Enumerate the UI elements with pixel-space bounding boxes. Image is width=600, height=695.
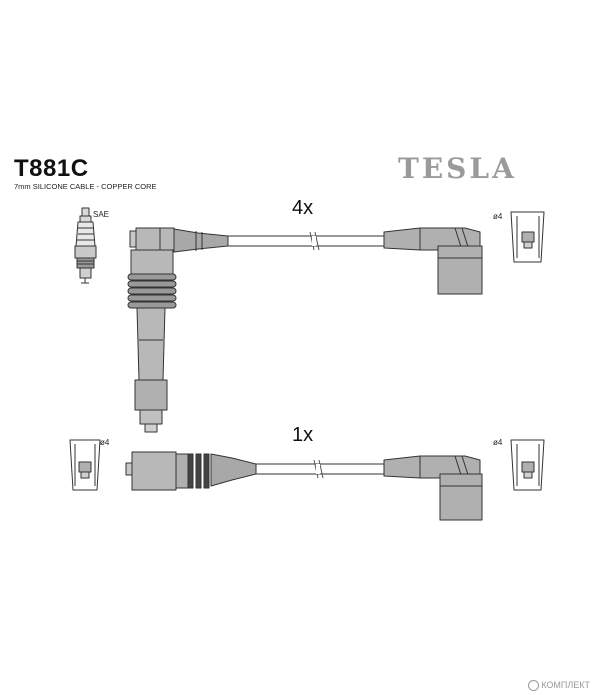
- cable-top: [127, 227, 483, 433]
- watermark-icon: [527, 680, 539, 691]
- bottom-cable-quantity: 1x: [292, 424, 314, 446]
- terminal-bottom-right-icon: [510, 439, 545, 491]
- watermark: КОМПЛЕКТ: [527, 679, 590, 691]
- long-plug-boot-icon: [127, 227, 229, 433]
- terminal-top-right-icon: [510, 211, 545, 263]
- terminal-diameter-label-bottom-left: ø4: [100, 438, 110, 447]
- cable-bottom: [125, 451, 483, 521]
- watermark-text: КОМПЛЕКТ: [541, 679, 590, 690]
- top-cable-quantity: 4x: [292, 197, 314, 219]
- brand-logo: TESLA: [398, 152, 517, 185]
- cable-description: 7mm SILICONE CABLE - COPPER CORE: [14, 182, 157, 191]
- angled-plug-boot-icon: [383, 455, 483, 521]
- angled-coil-boot-icon: [383, 227, 483, 295]
- terminal-diameter-label-bottom-right: ø4: [493, 438, 503, 447]
- terminal-bottom-left-icon: [69, 439, 101, 491]
- terminal-diameter-label-top-right: ø4: [493, 212, 503, 221]
- spark-plug-label: SAE: [93, 210, 110, 219]
- straight-coil-boot-icon: [125, 451, 257, 491]
- spark-plug-icon: [74, 207, 97, 284]
- part-number: T881C: [14, 155, 89, 182]
